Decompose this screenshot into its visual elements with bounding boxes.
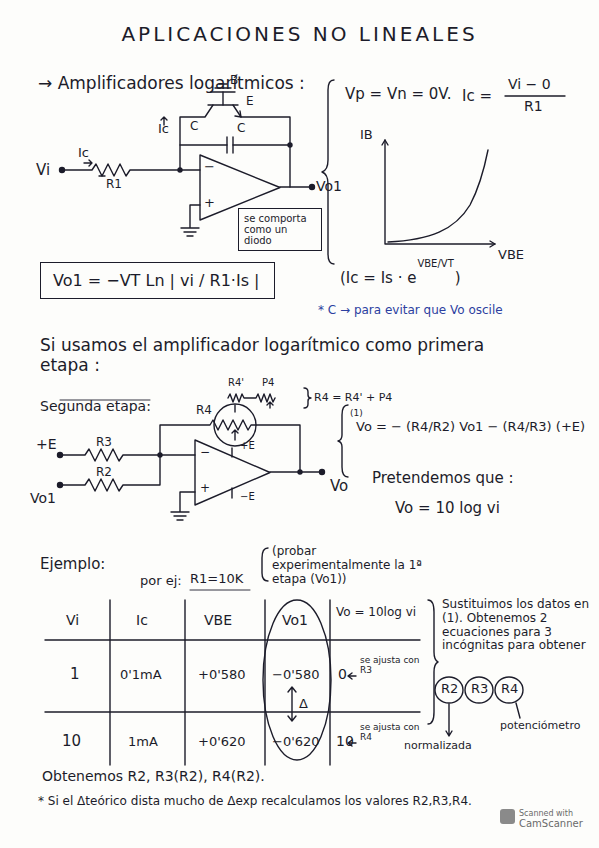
note-text: * Si el Δteórico dista mucho de Δexp rec…	[38, 795, 598, 809]
pin-sign: +	[204, 196, 215, 211]
table-cell: VBE	[204, 612, 232, 628]
pin-sign: +	[200, 482, 210, 496]
component-label: R3	[471, 682, 488, 697]
signal-label: Vo1	[316, 178, 342, 194]
watermark-text: Scanned with	[519, 809, 573, 818]
note-text: potenciómetro	[500, 720, 580, 733]
equation: Vo = 10 log vi	[395, 500, 500, 517]
formula-box: Vo1 = −VT Ln | vi / R1·Is |	[40, 262, 275, 299]
section-heading: → Amplificadores logarítmicos :	[38, 74, 305, 94]
table-cell: −0'580	[272, 668, 320, 683]
current-label: Ic	[78, 146, 89, 161]
table-cell: Vi	[66, 612, 79, 628]
component-label: C	[237, 122, 245, 136]
watermark-text: CamScanner	[519, 818, 583, 830]
equation: Vo = − (R4/R2) Vo1 − (R4/R3) (+E)	[356, 420, 591, 435]
section-heading: Segunda etapa:	[40, 398, 151, 414]
note-text: normalizada	[404, 740, 472, 753]
pin-label: B	[230, 74, 238, 88]
note-box: se comporta como un diodo	[238, 208, 322, 251]
table-cell: 0'1mA	[120, 668, 162, 683]
note-text: Sustituimos los datos en (1). Obtenemos …	[442, 598, 592, 653]
supply-label: −E	[240, 491, 255, 503]
table-cell: 10	[336, 733, 354, 749]
signal-label: Vo	[330, 478, 348, 495]
exponent: VBE/VT	[417, 258, 453, 270]
axis-label: VBE	[498, 248, 524, 263]
equation: Ic =	[462, 88, 492, 105]
page-title: APLICACIONES NO LINEALES	[0, 22, 599, 46]
component-label: R2	[441, 682, 458, 697]
table-note: se ajusta con R3	[360, 655, 422, 676]
component-label: R3	[96, 436, 112, 450]
table-cell: +0'620	[198, 735, 246, 750]
table-cell: 10	[62, 733, 81, 750]
table-cell: +0'580	[198, 668, 246, 683]
component-label: R4	[501, 682, 518, 697]
current-label: Ic	[158, 122, 169, 137]
equation: Vi − 0	[508, 76, 551, 92]
equation: R1=10K	[190, 572, 243, 587]
supply-label: +E	[240, 440, 255, 452]
note-text: (probar experimentalmente la 1ª etapa (V…	[272, 545, 422, 586]
signal-label: Vi	[36, 162, 50, 179]
equation: R1	[524, 98, 543, 114]
component-label: P4	[262, 377, 274, 389]
table-cell: Vo = 10log vi	[336, 606, 428, 620]
brace	[428, 600, 438, 724]
component-label: R4'	[228, 377, 244, 389]
note-text: por ej:	[140, 574, 182, 589]
table-cell: −0'620	[272, 735, 320, 750]
brace	[322, 80, 334, 264]
equation: Vp = Vn = 0V.	[345, 86, 451, 103]
pin-label: E	[246, 95, 254, 109]
component-label: R1	[106, 178, 122, 192]
equation-number: (1)	[350, 408, 363, 418]
note-text: * C → para evitar que Vo oscile	[318, 304, 503, 318]
table-cell: Ic	[136, 612, 148, 628]
table-cell: 1	[70, 666, 80, 683]
exponential-graph	[382, 140, 495, 247]
note-text: Pretendemos que :	[372, 470, 514, 487]
equation: R4 = R4' + P4	[314, 392, 392, 405]
note-text: Obtenemos R2, R3(R2), R4(R2).	[42, 768, 265, 784]
axis-label: IB	[360, 128, 373, 143]
node-text: Vo1 = −VT Ln | vi / R1·Is |	[53, 271, 262, 290]
section-heading: Ejemplo:	[40, 556, 105, 573]
section-text: Si usamos el amplificador logarítmico co…	[40, 336, 510, 375]
watermark-icon	[500, 809, 515, 824]
component-label: R4	[196, 404, 212, 418]
equation: (Ic = Is · e	[340, 270, 416, 287]
pin-sign: −	[200, 446, 210, 460]
table-cell: 0	[338, 666, 347, 682]
brace	[338, 405, 348, 477]
pin-sign: −	[204, 160, 215, 175]
component-label: R2	[96, 466, 112, 480]
delta-symbol: Δ	[299, 697, 308, 712]
signal-label: Vo1	[30, 490, 56, 506]
pin-label: C	[190, 120, 198, 134]
signal-label: +E	[36, 436, 57, 452]
table-cell: 1mA	[128, 735, 158, 750]
equation: )	[455, 270, 461, 287]
node-text: se comporta como un diodo	[244, 213, 316, 246]
table-cell: Vo1	[282, 612, 308, 628]
